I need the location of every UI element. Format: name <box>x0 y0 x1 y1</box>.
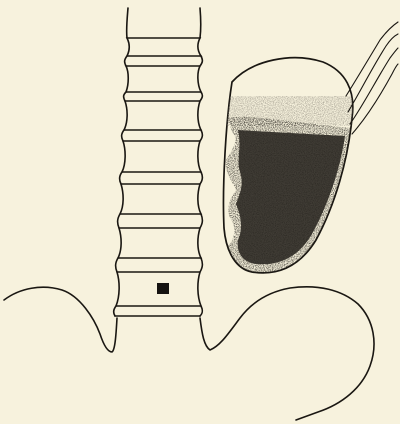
spine-top-right-edge <box>200 8 201 38</box>
lesion-marker <box>157 283 169 294</box>
